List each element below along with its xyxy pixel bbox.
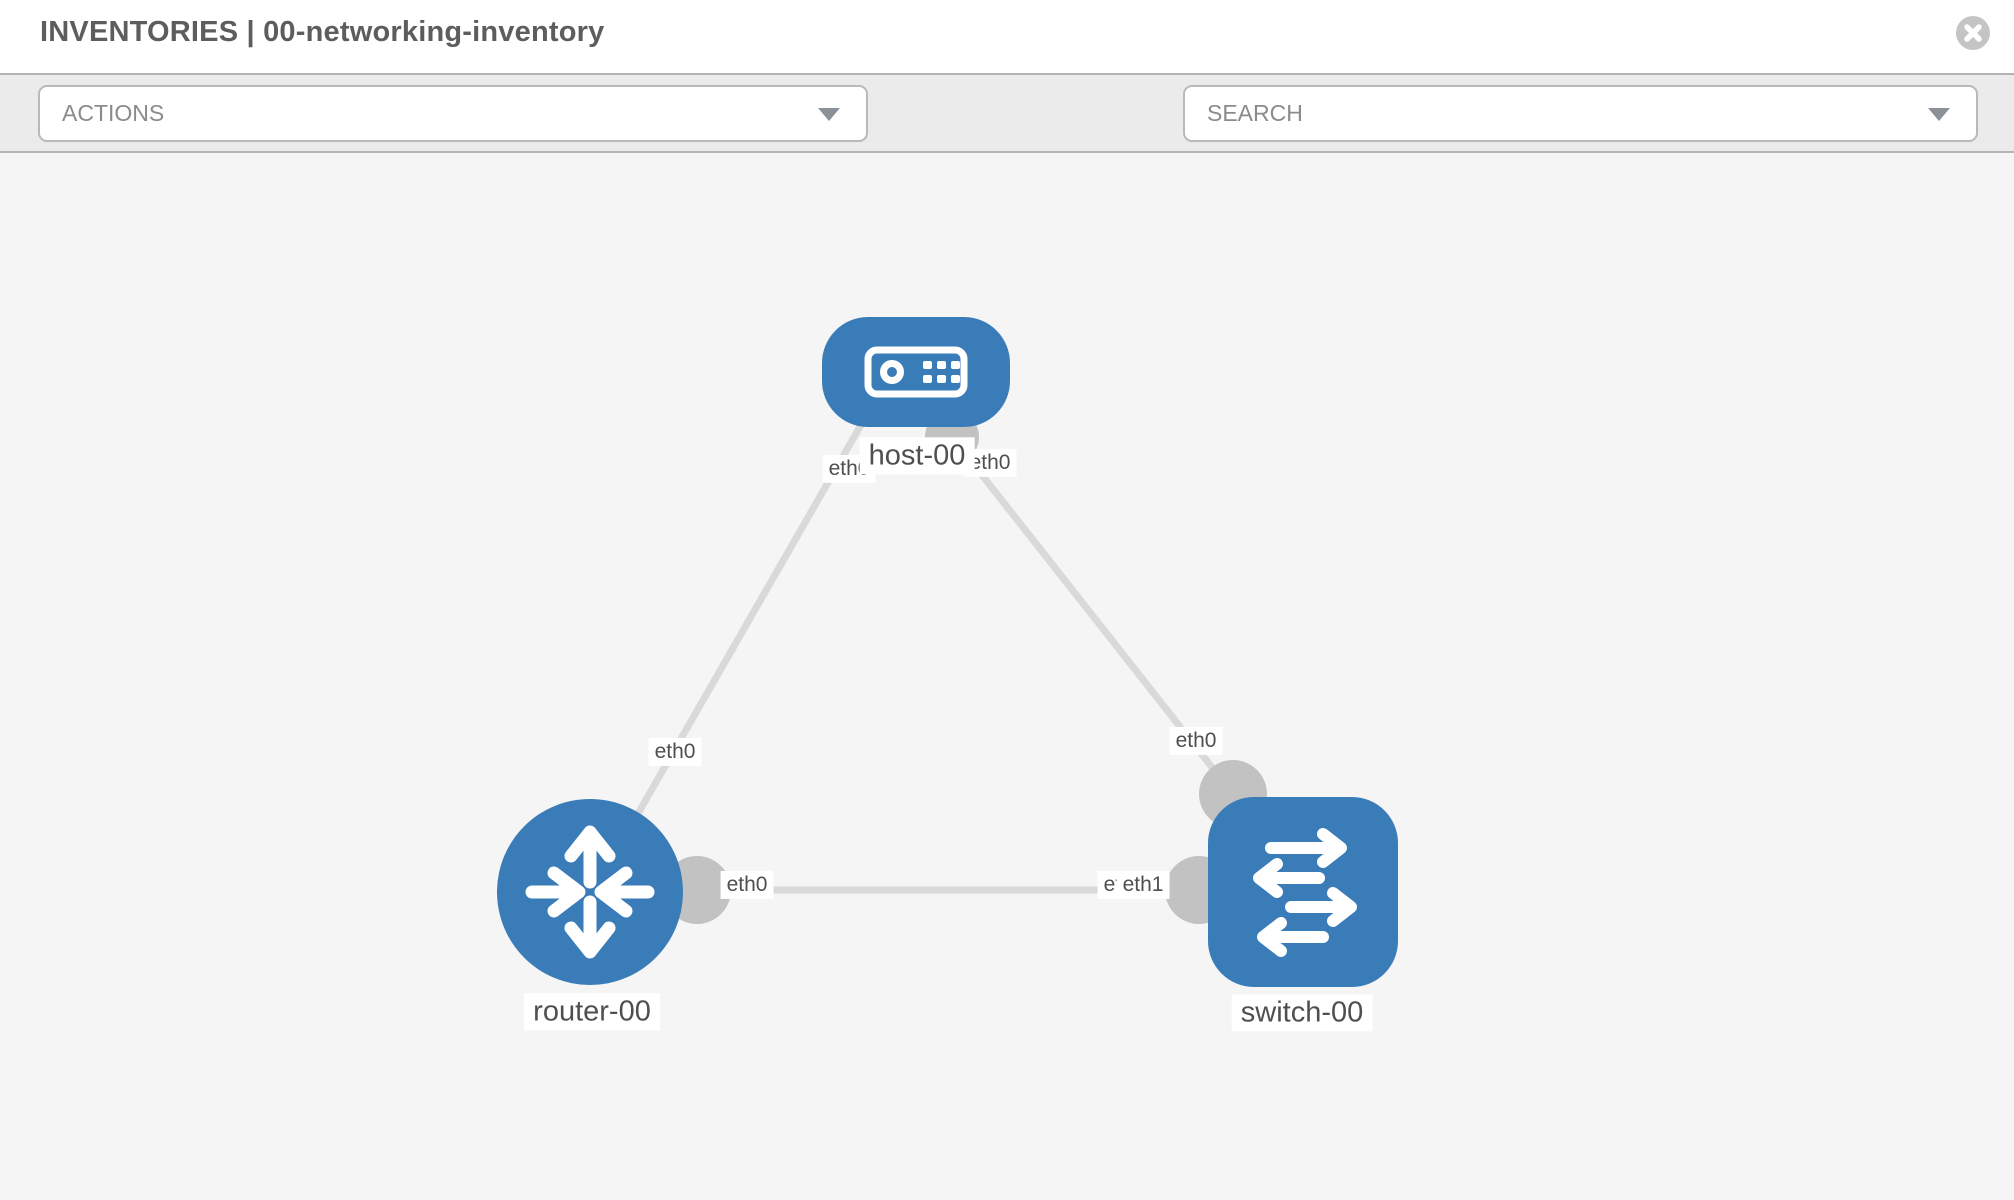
close-icon xyxy=(1956,16,1990,50)
actions-dropdown-label: ACTIONS xyxy=(62,100,165,126)
link-host-router[interactable] xyxy=(593,416,869,887)
node-switch[interactable] xyxy=(1208,797,1398,987)
topology-canvas[interactable]: eth0 eth0 eth0 eth0 eth0 eth0 eth1 host-… xyxy=(0,153,2014,1200)
search-dropdown[interactable]: SEARCH xyxy=(1183,85,1978,142)
page-title: INVENTORIES | 00-networking-inventory xyxy=(40,16,605,48)
node-router[interactable] xyxy=(497,799,683,985)
chevron-down-icon xyxy=(1928,108,1950,121)
interface-label: eth1 xyxy=(1116,870,1170,900)
router-icon xyxy=(525,825,655,959)
interface-label: eth0 xyxy=(720,870,774,900)
node-label-host: host-00 xyxy=(859,437,975,475)
panel-header: INVENTORIES | 00-networking-inventory xyxy=(0,0,2014,73)
node-host[interactable] xyxy=(822,317,1010,427)
actions-dropdown[interactable]: ACTIONS xyxy=(38,85,868,142)
interface-label: eth0 xyxy=(1169,726,1223,756)
node-label-switch: switch-00 xyxy=(1231,994,1373,1032)
host-icon xyxy=(864,346,968,398)
interface-label: eth0 xyxy=(648,737,702,767)
chevron-down-icon xyxy=(818,108,840,121)
search-placeholder: SEARCH xyxy=(1207,100,1303,126)
close-button[interactable] xyxy=(1956,16,1990,50)
toolbar: ACTIONS SEARCH xyxy=(0,73,2014,204)
node-label-router: router-00 xyxy=(524,993,660,1031)
switch-icon xyxy=(1253,828,1357,957)
